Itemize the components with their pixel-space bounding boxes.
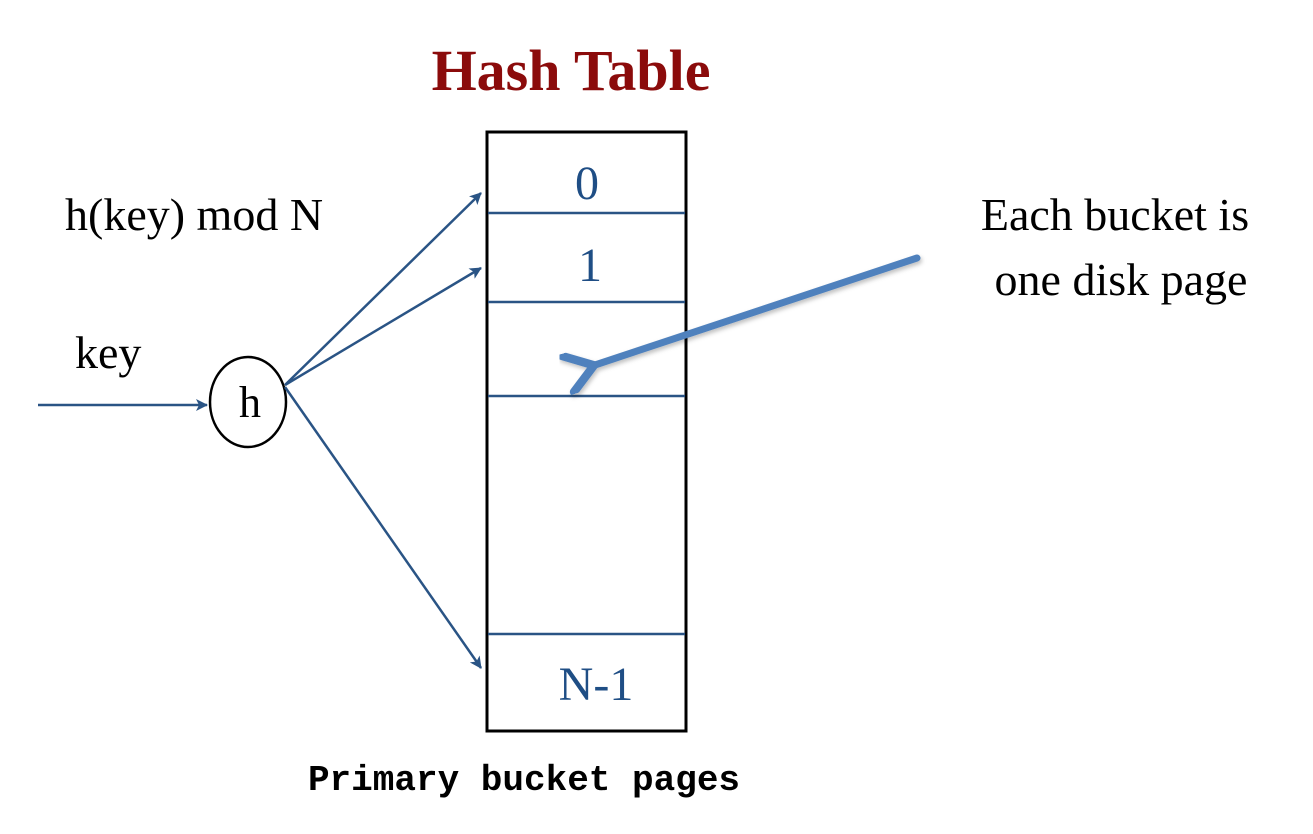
hash-node-circle: [208, 355, 288, 449]
arrow-to-bucket-0: [284, 192, 482, 386]
hash-function-label: h(key) mod N: [65, 189, 323, 240]
annotation-pointer-arrow: [592, 254, 921, 366]
annotation-line-2: one disk page: [995, 254, 1248, 305]
table-caption: Primary bucket pages: [308, 760, 740, 801]
bucket-table-border: [485, 130, 688, 733]
bucket-table: 0 1 N-1: [485, 130, 688, 733]
annotation-line-1: Each bucket is: [981, 189, 1249, 240]
arrow-to-bucket-n-1: [283, 386, 483, 669]
arrow-to-bucket-1: [284, 266, 482, 387]
hash-node: h: [208, 355, 288, 449]
bucket-label-0: 0: [575, 157, 599, 210]
diagram-title: Hash Table: [432, 38, 711, 103]
bucket-label-1: 1: [578, 239, 602, 292]
bucket-label-n-1: N-1: [559, 658, 634, 711]
hash-node-label: h: [239, 378, 261, 427]
input-key-label: key: [75, 327, 141, 378]
